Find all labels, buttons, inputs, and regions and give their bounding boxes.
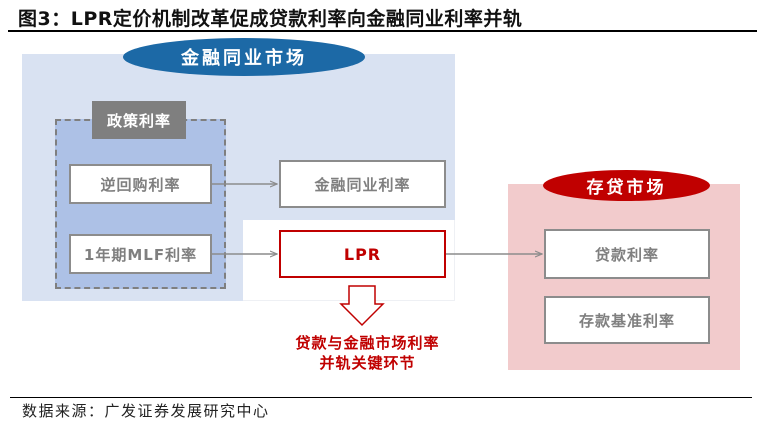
interbank-market-label: 金融同业市场 [123,38,365,76]
key-link-annotation: 贷款与金融市场利率 并轨关键环节 [255,333,480,373]
source-divider [10,397,752,398]
node-loan-rate: 贷款利率 [544,229,710,279]
node-reverse-repo-rate: 逆回购利率 [69,164,212,204]
node-interbank-rate: 金融同业利率 [279,160,446,208]
annotation-line-1: 贷款与金融市场利率 [295,334,440,352]
title-divider [8,30,757,32]
annotation-line-2: 并轨关键环节 [319,354,416,372]
policy-rates-label: 政策利率 [92,101,186,139]
node-deposit-benchmark-rate: 存款基准利率 [544,296,710,344]
figure-title: 图3：LPR定价机制改革促成贷款利率向金融同业利率并轨 [18,8,523,30]
node-mlf-rate: 1年期MLF利率 [69,234,212,274]
deposit-loan-market-label: 存贷市场 [543,170,710,201]
down-arrow-icon [339,285,385,327]
node-lpr: LPR [279,230,446,278]
data-source: 数据来源：广发证券发展研究中心 [22,402,270,420]
